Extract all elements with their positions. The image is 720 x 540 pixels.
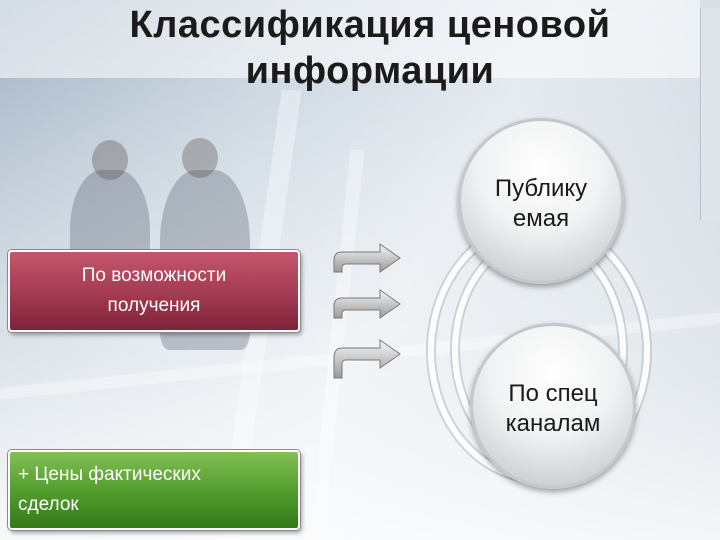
bubble-public: Публику емая xyxy=(458,118,624,284)
bubble-public-line-2: емая xyxy=(512,205,570,232)
box-by-availability: По возможности получения xyxy=(8,250,300,332)
arrow-right-icon xyxy=(333,339,401,379)
decorative-edge xyxy=(700,8,720,220)
bubble-special-line-2: каналам xyxy=(505,410,601,437)
arrow-right-icon xyxy=(333,289,401,319)
person-head xyxy=(182,138,218,178)
bubble-special-channels: По спец каналам xyxy=(470,323,636,489)
arrows-group xyxy=(333,243,401,379)
slide-title: Классификация ценовой информации xyxy=(40,2,700,94)
box-red-line-1: По возможности xyxy=(81,265,227,286)
box-red-line-2: получения xyxy=(107,295,201,316)
arrow-right-icon xyxy=(333,243,401,273)
title-line-2: информации xyxy=(245,50,495,92)
box-actual-deal-prices: + Цены фактических сделок xyxy=(8,450,300,530)
bubble-special-line-1: По спец xyxy=(508,380,598,407)
box-green-line-2: сделок xyxy=(18,494,79,515)
title-line-1: Классификация ценовой xyxy=(129,4,611,46)
box-green-line-1: + Цены фактических xyxy=(18,464,201,485)
title-band xyxy=(0,0,700,78)
bubble-public-line-1: Публику xyxy=(494,175,588,202)
person-head xyxy=(92,140,128,180)
